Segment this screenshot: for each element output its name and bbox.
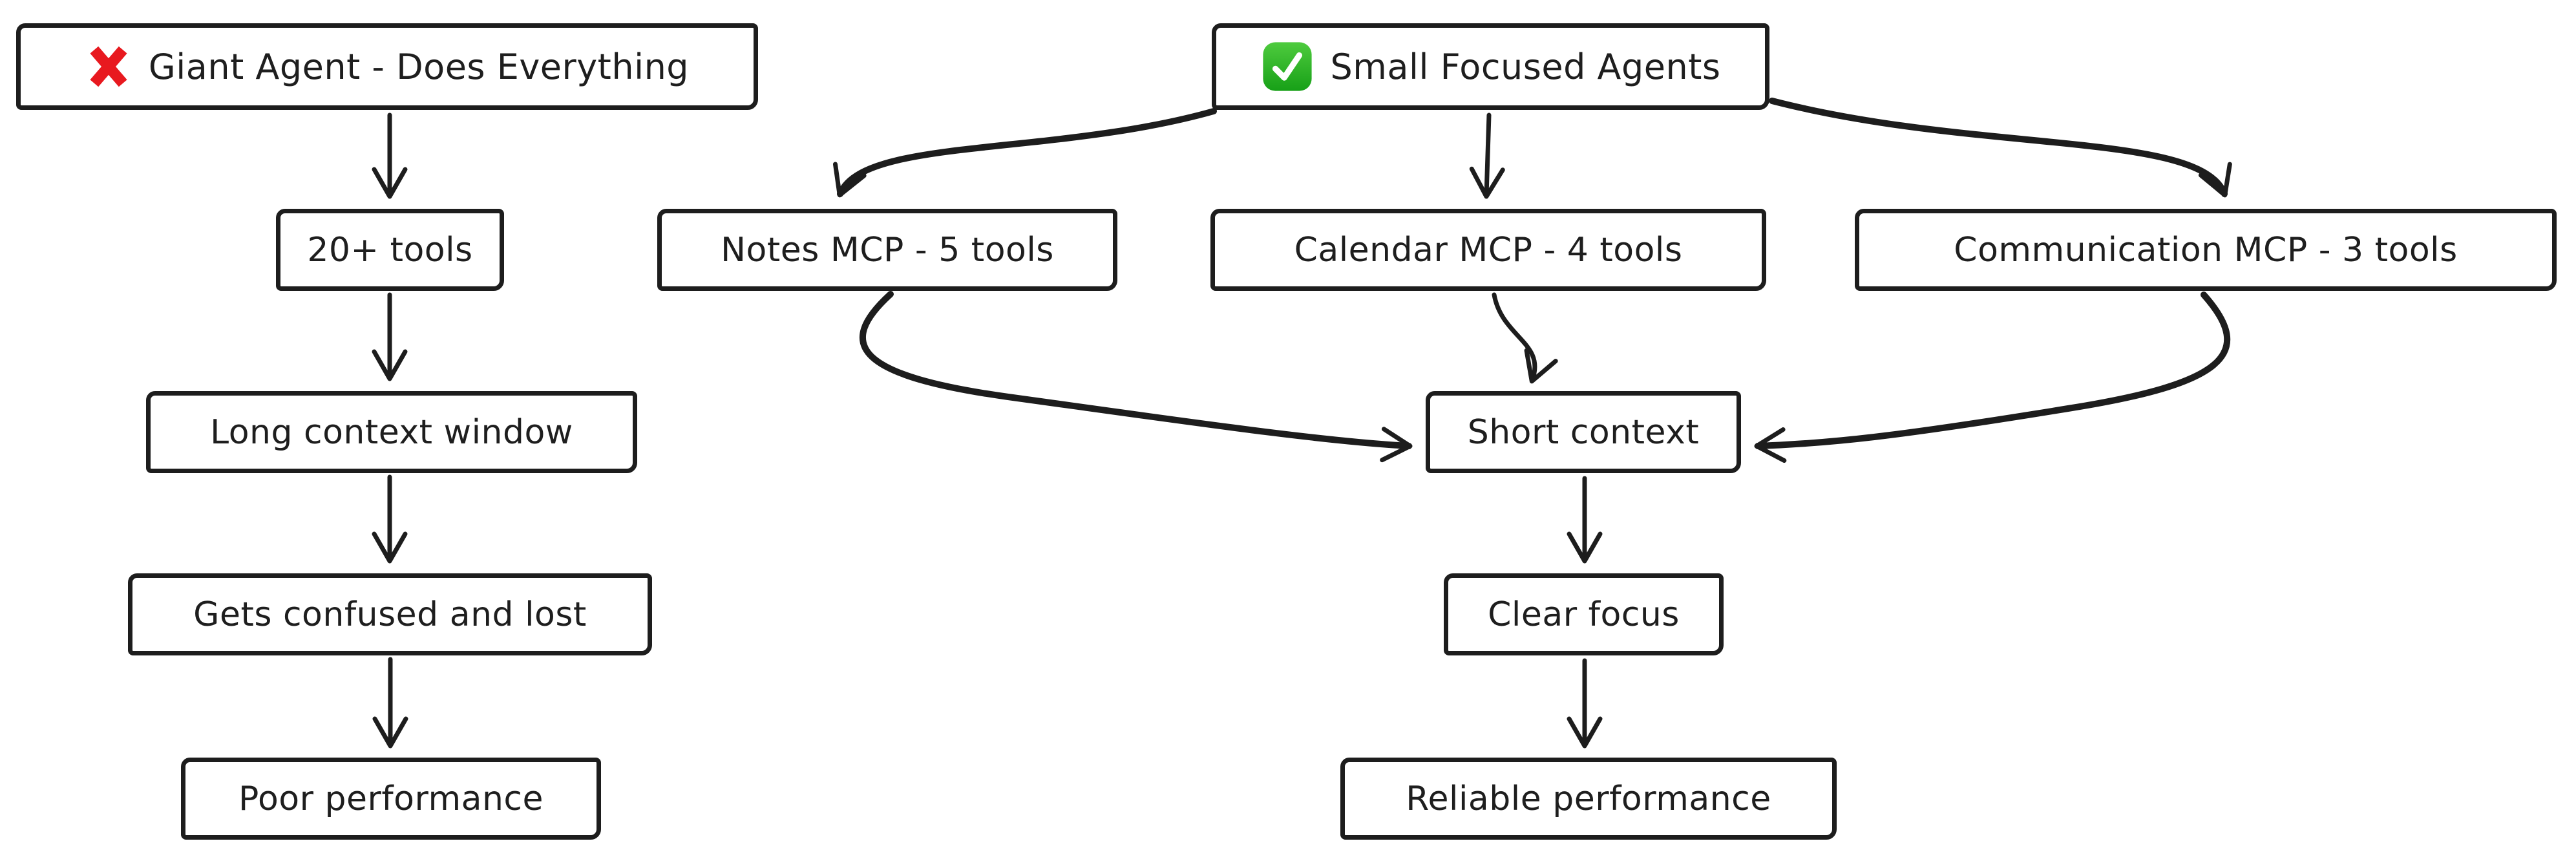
node-clear-focus: Clear focus [1444, 573, 1724, 655]
arrow-notes-to-shortcontext [859, 291, 1413, 463]
node-label: Reliable performance [1406, 779, 1771, 818]
node-label: Poor performance [238, 779, 544, 818]
cross-mark-icon [85, 43, 132, 90]
node-long-context-window: Long context window [146, 391, 637, 473]
check-mark-icon [1261, 40, 1314, 93]
node-calendar-mcp: Calendar MCP - 4 tools [1210, 209, 1766, 291]
arrow-calendar-to-shortcontext [1492, 292, 1558, 384]
arrow-small-to-calendar [1469, 112, 1505, 199]
node-label: Calendar MCP - 4 tools [1294, 230, 1683, 270]
node-label: 20+ tools [307, 230, 473, 270]
arrow-communication-to-shortcontext [1754, 292, 2231, 463]
arrow-small-to-communication [1769, 98, 2232, 198]
node-label: Giant Agent - Does Everything [148, 46, 690, 87]
node-label: Long context window [210, 412, 573, 452]
node-gets-confused-and-lost: Gets confused and lost [128, 573, 652, 655]
node-notes-mcp: Notes MCP - 5 tools [657, 209, 1117, 291]
node-poor-performance: Poor performance [181, 758, 601, 840]
node-label: Notes MCP - 5 tools [721, 230, 1054, 270]
node-giant-agent: Giant Agent - Does Everything [16, 23, 758, 110]
node-small-focused-agents: Small Focused Agents [1212, 23, 1769, 110]
node-short-context: Short context [1426, 391, 1741, 473]
node-communication-mcp: Communication MCP - 3 tools [1855, 209, 2557, 291]
node-label: Clear focus [1488, 595, 1680, 634]
node-label: Short context [1467, 412, 1700, 452]
node-label: Gets confused and lost [193, 595, 587, 634]
arrow-small-to-notes [833, 108, 1217, 198]
node-label: Small Focused Agents [1330, 46, 1721, 87]
node-reliable-performance: Reliable performance [1340, 758, 1837, 840]
node-20-tools: 20+ tools [276, 209, 504, 291]
node-label: Communication MCP - 3 tools [1954, 230, 2458, 270]
